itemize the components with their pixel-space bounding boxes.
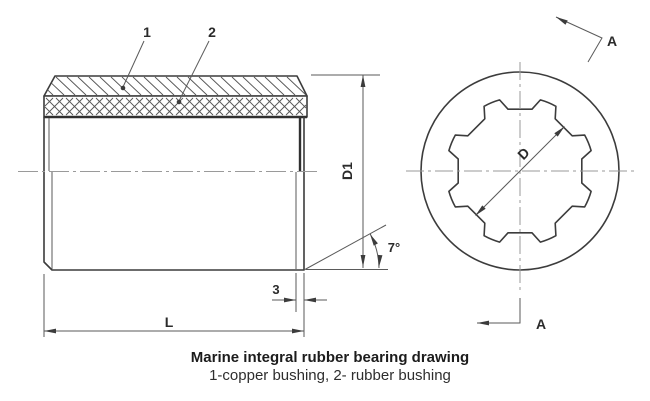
taper-angle-arc: [369, 233, 380, 269]
part-label-1: 1: [143, 24, 151, 40]
taper-angle-line: [303, 224, 387, 271]
d1-label: D1: [339, 162, 355, 180]
l-label: L: [165, 314, 174, 330]
bore-profile-grooves: [448, 99, 592, 243]
caption-legend: 1-copper bushing, 2- rubber bushing: [209, 367, 451, 385]
d-dimension-line: [475, 126, 565, 216]
section-label-bottom: A: [536, 316, 546, 332]
end-view: D A A: [406, 16, 634, 332]
rubber-hatch-pattern: [44, 97, 307, 116]
side-view: 1 2: [18, 24, 318, 271]
leader-dot-2: [176, 99, 182, 105]
section-arrow-bottom: [477, 298, 521, 324]
section-arrow-top: [555, 16, 603, 63]
technical-drawing: 1 2 D1 7° 3 L: [18, 16, 634, 337]
bearing-body-outline: [43, 117, 305, 271]
section-label-top: A: [607, 33, 617, 49]
caption-title: Marine integral rubber bearing drawing: [190, 349, 470, 366]
copper-hatch-pattern: [47, 76, 307, 96]
caption: Marine integral rubber bearing drawing 1…: [10, 349, 650, 386]
leader-line-2: [178, 40, 210, 102]
part-label-2: 2: [208, 24, 216, 40]
d-label: D: [514, 144, 532, 162]
leader-dot-1: [120, 85, 126, 91]
dimension-arrowheads: [44, 17, 568, 334]
leader-line-1: [122, 40, 145, 88]
dim3-label: 3: [272, 282, 279, 297]
taper-angle-label: 7°: [388, 240, 400, 255]
